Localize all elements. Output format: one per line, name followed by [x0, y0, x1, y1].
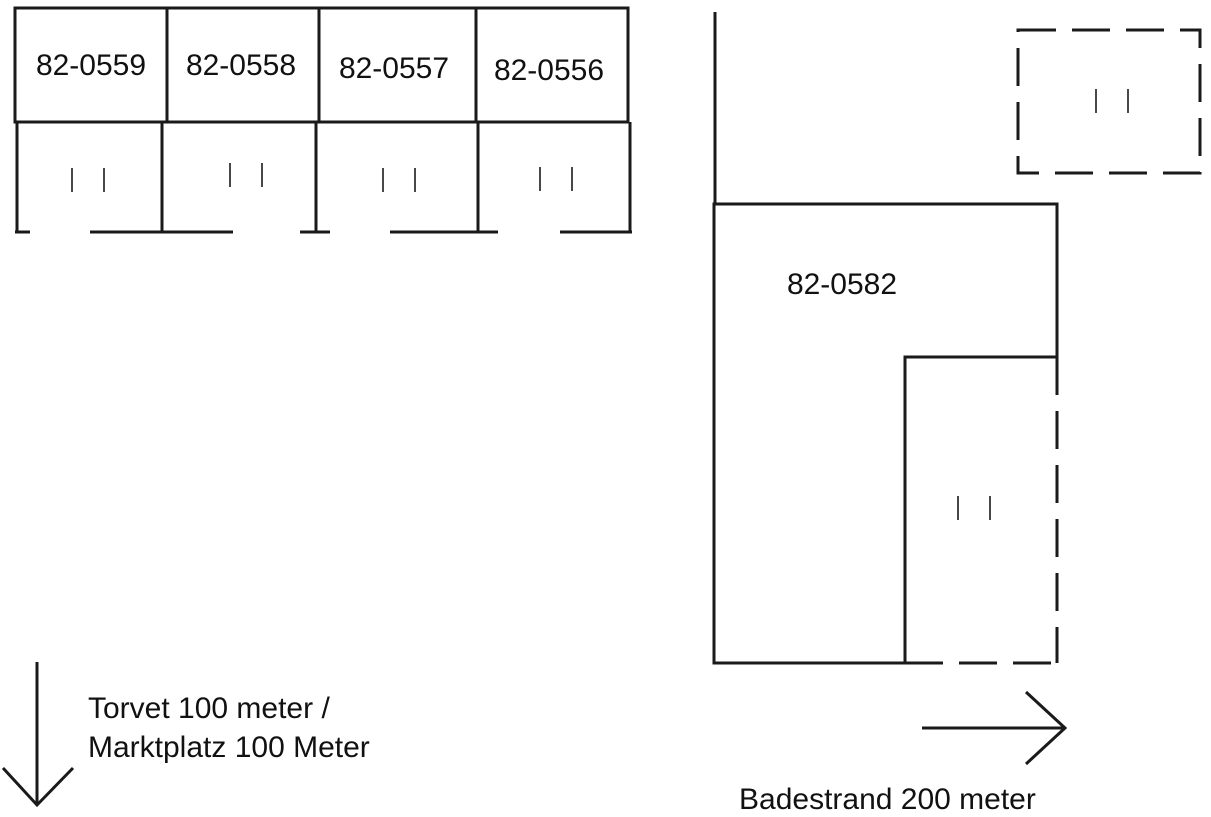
direction-marketplace-line2: Marktplatz 100 Meter	[88, 731, 370, 764]
dashed-parking-annex	[905, 357, 1059, 665]
unit-label-82-0559: 82-0559	[36, 49, 146, 82]
dashed-parking-outline	[1016, 28, 1202, 175]
unit-label-82-0557: 82-0557	[339, 52, 449, 85]
main-building-outline	[712, 202, 1059, 665]
main-building-label: 82-0582	[787, 268, 897, 301]
main-building: 82-0582	[712, 202, 1059, 665]
parking-space-marker	[229, 163, 263, 187]
unit-label-82-0556: 82-0556	[494, 54, 604, 87]
dashed-parking-area	[1016, 28, 1202, 175]
direction-marketplace-line1: Torvet 100 meter /	[88, 692, 330, 725]
apartment-row: 82-0559 82-0558 82-0557 82-0556	[13, 6, 632, 234]
arrow-down-icon	[1, 662, 75, 808]
parking-space-marker	[539, 167, 573, 191]
parking-row	[15, 122, 632, 234]
direction-beach: Badestrand 200 meter	[739, 783, 1036, 816]
arrow-right-icon	[922, 690, 1068, 766]
parking-space-marker	[382, 168, 416, 192]
units-outline	[13, 6, 630, 124]
parking-space-marker	[71, 168, 105, 192]
unit-label-82-0558: 82-0558	[186, 49, 296, 82]
